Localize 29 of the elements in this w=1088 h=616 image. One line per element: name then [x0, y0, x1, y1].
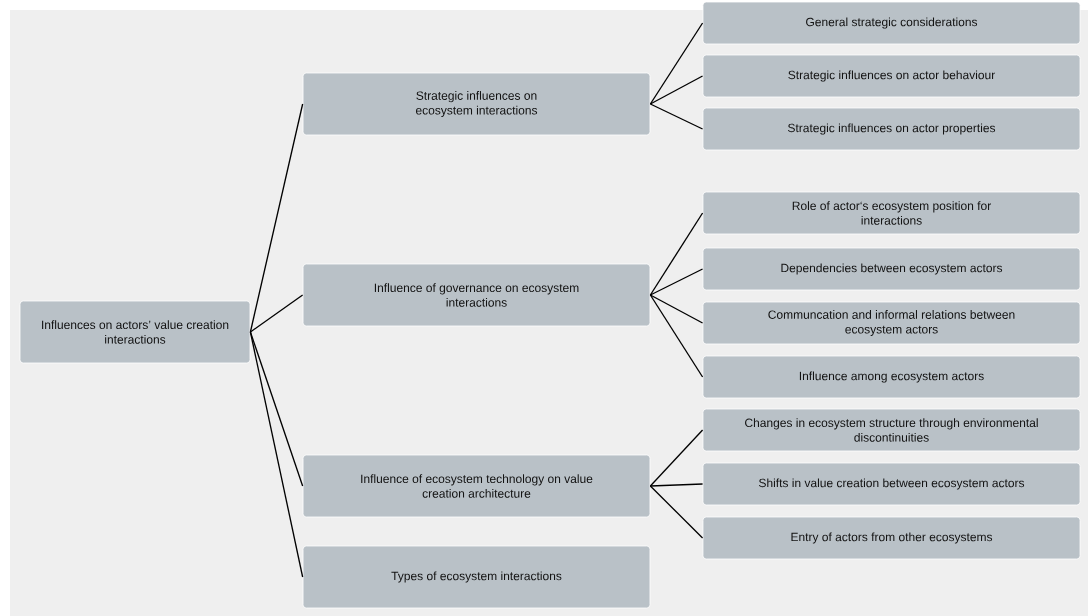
connector-line [649, 294, 704, 324]
topic-box: General strategic considerations [702, 1, 1081, 45]
connector-line [649, 75, 704, 105]
connector-line [649, 212, 704, 296]
topic-box: Shifts in value creation between ecosystem actors [702, 462, 1081, 506]
topic-box: Communcation and informal relations between ecosystem actors [702, 301, 1081, 345]
topic-box: Strategic influences on actor properties [702, 107, 1081, 151]
topic-box: Role of actor‘s ecosystem position for interactions [702, 191, 1081, 235]
connector-line [249, 103, 304, 333]
connector-line [649, 429, 704, 487]
topic-box: Entry of actors from other ecosystems [702, 516, 1081, 560]
connector-line [249, 331, 304, 487]
topic-box: Strategic influences on ecosystem interactions [302, 72, 651, 136]
topic-box: Influence among ecosystem actors [702, 355, 1081, 399]
connector-line [649, 294, 704, 378]
connector-line [649, 483, 704, 487]
connector-line [649, 485, 704, 539]
topic-box: Strategic influences on actor behaviour [702, 54, 1081, 98]
topic-box: Influence of ecosystem technology on value creation architecture [302, 454, 651, 518]
topic-box: Types of ecosystem interactions [302, 545, 651, 609]
topic-box: Changes in ecosystem structure through environmental discontinuities [702, 408, 1081, 452]
topic-box: Influence of governance on ecosystem interactions [302, 263, 651, 327]
topic-box: Influences on actors’ value creation interactions [19, 300, 251, 364]
connector-line [649, 268, 704, 296]
connector-line [249, 331, 304, 578]
connector-line [649, 22, 704, 105]
topic-box: Dependencies between ecosystem actors [702, 247, 1081, 291]
connector-line [649, 103, 704, 130]
connector-line [249, 294, 304, 333]
